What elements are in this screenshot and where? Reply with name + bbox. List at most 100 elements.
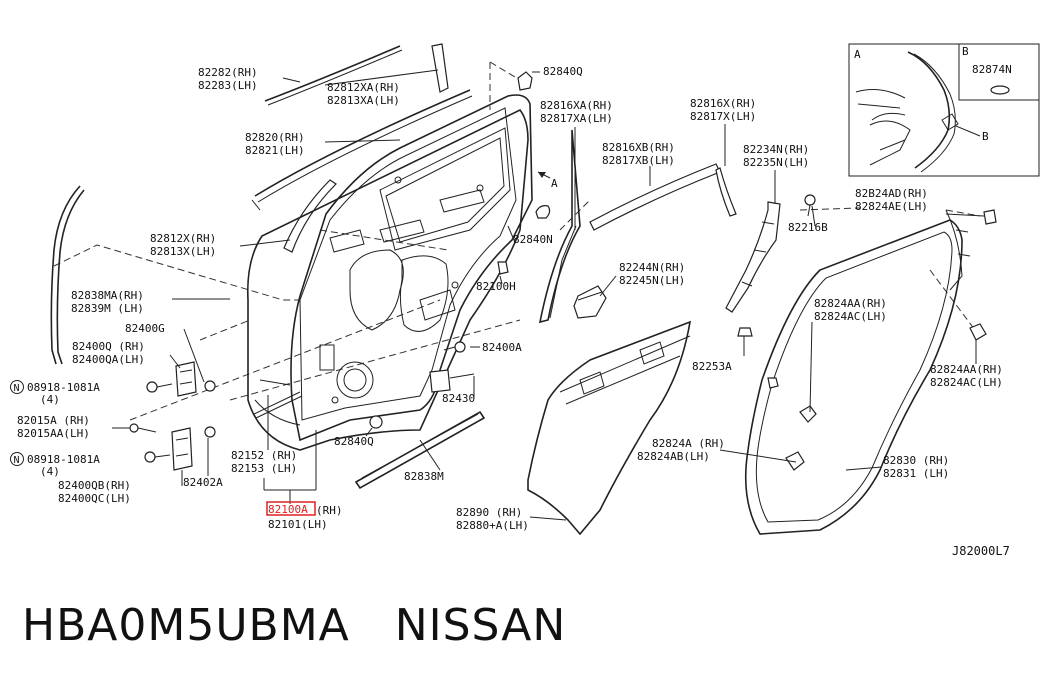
label-82821: 82821(LH) — [245, 144, 305, 157]
lock-82430 — [429, 369, 475, 393]
label-82813x: 82813X(LH) — [150, 245, 216, 258]
label-82840q-top: 82840Q — [543, 65, 583, 78]
channel-82816xa — [538, 129, 581, 324]
trim-panel-82890 — [527, 320, 692, 536]
diagram-code: J82000L7 — [952, 544, 1010, 558]
label-82816xa: 82816XA(RH) — [540, 99, 613, 112]
clip-82824aa-mid — [799, 405, 817, 423]
label-82282: 82282(RH) — [198, 66, 258, 79]
label-82816x: 82816X(RH) — [690, 97, 756, 110]
label-82824ae: 82824AE(LH) — [855, 200, 928, 213]
clip-82824ad — [983, 209, 997, 225]
label-82100h: 82100H — [476, 280, 516, 293]
label-82152: 82152 (RH) — [231, 449, 297, 462]
label-82015a: 82015A (RH) — [17, 414, 90, 427]
molding-82838m — [354, 410, 486, 490]
label-82839m: 82839M (LH) — [71, 302, 144, 315]
label-82400q: 82400Q (RH) — [72, 340, 145, 353]
label-82824ac-right: 82824AC(LH) — [930, 376, 1003, 389]
svg-text:N: N — [14, 455, 20, 466]
label-82820: 82820(RH) — [245, 131, 305, 144]
clip-82824a — [785, 451, 805, 471]
highlight-box — [266, 501, 316, 516]
label-82813xa: 82813XA(LH) — [327, 94, 400, 107]
label-82101: 82101(LH) — [268, 518, 328, 531]
label-82100a-highlight: 82100A — [268, 503, 308, 516]
label-82817xa: 82817XA(LH) — [540, 112, 613, 125]
label-82840q-bottom: 82840Q — [334, 435, 374, 448]
label-82400qa: 82400QA(LH) — [72, 353, 145, 366]
label-82015aa: 82015AA(LH) — [17, 427, 90, 440]
bolt-82402a — [204, 426, 216, 438]
circle-n-lower: N — [10, 452, 24, 466]
label-82400qb: 82400QB(RH) — [58, 479, 131, 492]
molding-82838ma — [50, 185, 85, 365]
hinge-82400q — [175, 361, 197, 397]
bolt-82015a — [129, 423, 157, 433]
clip-82824aa-right — [969, 323, 987, 341]
inset-label-b: B — [962, 45, 969, 58]
bracket-82244n — [573, 285, 607, 319]
strip-82152 — [253, 391, 303, 419]
label-82234n: 82234N(RH) — [743, 143, 809, 156]
weatherstrip-82282 — [264, 45, 403, 106]
screw-82253a — [737, 327, 753, 337]
label-bolt-upper-qty: (4) — [40, 393, 60, 406]
molding-82816xb — [589, 163, 721, 231]
seal-82812x — [283, 179, 337, 253]
clip-82840q-top — [517, 71, 533, 91]
label-82216b: 82216B — [788, 221, 828, 234]
label-82812xa: 82812XA(RH) — [327, 81, 400, 94]
label-82400a: 82400A — [482, 341, 522, 354]
inset-pointer-b: B — [982, 130, 989, 143]
bolt-08918-upper — [146, 381, 173, 393]
label-82253a: 82253A — [692, 360, 732, 373]
label-82100-rh: (RH) — [316, 504, 343, 517]
sash-82816x — [715, 167, 737, 217]
guide-lines — [53, 61, 981, 421]
bolt-82400g — [204, 380, 216, 392]
label-bolt-lower-qty: (4) — [40, 465, 60, 478]
seal-82812xa — [431, 43, 449, 93]
circle-n-upper: N — [10, 380, 24, 394]
label-82400g: 82400G — [125, 322, 165, 335]
part-number-caption: HBA0M5UBMA NISSAN — [22, 600, 567, 651]
label-82812x: 82812X(RH) — [150, 232, 216, 245]
label-arrow-a: A — [551, 177, 558, 190]
weatherstrip-82820 — [251, 89, 473, 211]
clip-82100h — [497, 261, 509, 275]
leader-lines — [112, 69, 985, 521]
label-82824ab: 82824AB(LH) — [637, 450, 710, 463]
label-82283: 82283(LH) — [198, 79, 258, 92]
label-82831: 82831 (LH) — [883, 467, 949, 480]
bracket-82840n — [535, 205, 551, 219]
hinge-82400qb — [171, 427, 193, 471]
inset-door-edge — [907, 51, 951, 169]
detail-inset: A B 82874N B — [848, 43, 1040, 177]
svg-text:N: N — [14, 383, 20, 394]
inset-label-a: A — [854, 48, 861, 61]
label-82816xb: 82816XB(RH) — [602, 141, 675, 154]
weatherstrip-82830 — [744, 209, 971, 535]
label-82824a: 82824A (RH) — [652, 437, 725, 450]
screw-82216b — [804, 194, 816, 217]
bolt-82400a — [443, 341, 466, 353]
label-82430: 82430 — [442, 392, 475, 405]
label-82400qc: 82400QC(LH) — [58, 492, 131, 505]
label-bolt-lower: 08918-1081A — [27, 453, 100, 466]
label-82153: 82153 (LH) — [231, 462, 297, 475]
label-82824aa-right: 82824AA(RH) — [930, 363, 1003, 376]
label-82824aa-mid: 82824AA(RH) — [814, 297, 887, 310]
sash-82234n — [725, 201, 781, 313]
grommet-icon — [990, 85, 1010, 95]
label-82402a: 82402A — [183, 476, 223, 489]
label-82840n: 82840N — [513, 233, 553, 246]
clip-82840q-bottom — [369, 415, 383, 429]
label-82235n: 82235N(LH) — [743, 156, 809, 169]
label-82838ma: 82838MA(RH) — [71, 289, 144, 302]
label-82890: 82890 (RH) — [456, 506, 522, 519]
part-labels: 82282(RH) 82283(LH) 82812XA(RH) 82813XA(… — [17, 65, 1010, 558]
bolt-08918-lower — [144, 451, 171, 463]
label-82874n: 82874N — [972, 63, 1012, 76]
